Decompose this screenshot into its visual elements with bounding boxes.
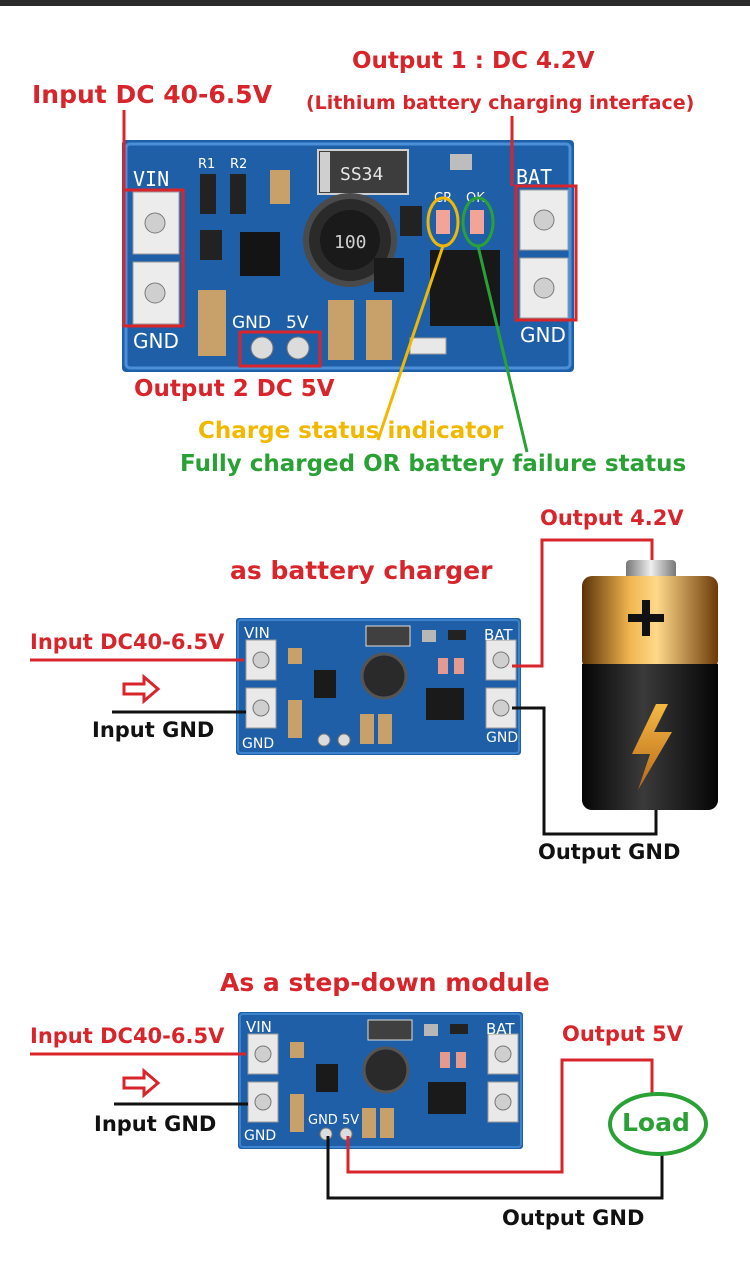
charger-silk-bat: BAT <box>484 626 513 644</box>
stepdown-silk-gnd: GND <box>244 1128 276 1144</box>
silk-gnd: GND <box>133 329 179 353</box>
charger-input-arrow-icon <box>122 673 161 705</box>
led-ok <box>470 210 484 234</box>
silk-r1: R1 <box>198 157 215 172</box>
charger-output-label: Output 4.2V <box>540 506 684 530</box>
charge-status-leader <box>376 245 445 441</box>
top-bar <box>0 0 750 6</box>
load-circle <box>608 1092 708 1156</box>
charger-section: VIN BAT GND GND <box>30 538 718 836</box>
output1-label: Output 1 : DC 4.2V <box>352 48 595 74</box>
stepdown-input-gnd-label: Input GND <box>94 1112 217 1136</box>
charger-board <box>234 616 523 757</box>
stepdown-output-label: Output 5V <box>562 1022 684 1046</box>
capacitor <box>270 170 290 204</box>
stepdown-section-title: As a step-down module <box>220 968 550 997</box>
stepdown-silk-gnd5v: GND <box>308 1113 338 1128</box>
silk-vin: VIN <box>133 167 169 191</box>
main-module-board: VIN GND BAT GND GND 5V R1 R2 CR OK SS34 … <box>122 140 574 372</box>
out-5v-pad <box>286 336 310 360</box>
output1-sub-label: (Lithium battery charging interface) <box>306 92 695 114</box>
stepdown-silk-bat: BAT <box>486 1020 515 1038</box>
resistor-r2 <box>230 174 246 214</box>
charger-section-title: as battery charger <box>230 556 493 585</box>
diode-ss34 <box>317 149 409 195</box>
stepdown-silk-vin: VIN <box>246 1018 272 1036</box>
stepdown-board <box>236 1010 525 1151</box>
resistor <box>200 230 222 260</box>
stepdown-silk-5v: 5V <box>342 1113 359 1128</box>
charger-input-label: Input DC40-6.5V <box>30 630 225 654</box>
charger-output-gnd-wire <box>512 706 658 836</box>
silk-ss34: SS34 <box>340 164 383 185</box>
charger-silk-gnd: GND <box>242 736 274 752</box>
charge-status-label: Charge status indicator <box>198 418 504 444</box>
resistor-r1 <box>200 174 216 214</box>
charger-output-gnd-label: Output GND <box>538 840 681 864</box>
charger-output-wire <box>512 538 654 668</box>
silk-bat-gnd: GND <box>520 323 566 347</box>
led-cr <box>436 210 450 234</box>
pcb-edge <box>124 142 572 370</box>
gnd-5v-pad <box>250 336 274 360</box>
silk-r2: R2 <box>230 157 247 172</box>
input-top-label: Input DC 40-6.5V <box>32 80 273 109</box>
capacitor-in <box>198 290 226 356</box>
stepdown-output-gnd-label: Output GND <box>502 1206 645 1230</box>
stepdown-section: VIN BAT GND GND 5V <box>30 1010 708 1200</box>
silk-5v: 5V <box>286 313 309 333</box>
capacitor-out1 <box>328 300 354 360</box>
chip-sot <box>240 232 280 276</box>
silk-100: 100 <box>334 232 367 253</box>
stepdown-output-wire <box>346 1058 654 1174</box>
charger-silk-vin: VIN <box>244 624 270 642</box>
top-annotations <box>122 110 578 453</box>
capacitor-out2 <box>366 300 392 360</box>
output2-label: Output 2 DC 5V <box>134 376 335 402</box>
stepdown-input-label: Input DC40-6.5V <box>30 1024 225 1048</box>
charger-silk-bat-gnd: GND <box>486 730 518 746</box>
stepdown-output-gnd-wire <box>326 1136 664 1200</box>
stepdown-input-arrow-icon <box>122 1067 161 1099</box>
battery-icon <box>582 560 718 810</box>
fully-charged-label: Fully charged OR battery failure status <box>180 451 687 477</box>
fully-charged-leader <box>476 245 529 453</box>
charger-input-gnd-label: Input GND <box>92 718 215 742</box>
input-highlight-box <box>122 110 185 328</box>
silk-gnd-5v: GND <box>232 313 271 333</box>
load-label: Load <box>622 1108 690 1137</box>
output2-highlight-box <box>238 330 322 368</box>
bat-highlight-box <box>514 184 578 322</box>
